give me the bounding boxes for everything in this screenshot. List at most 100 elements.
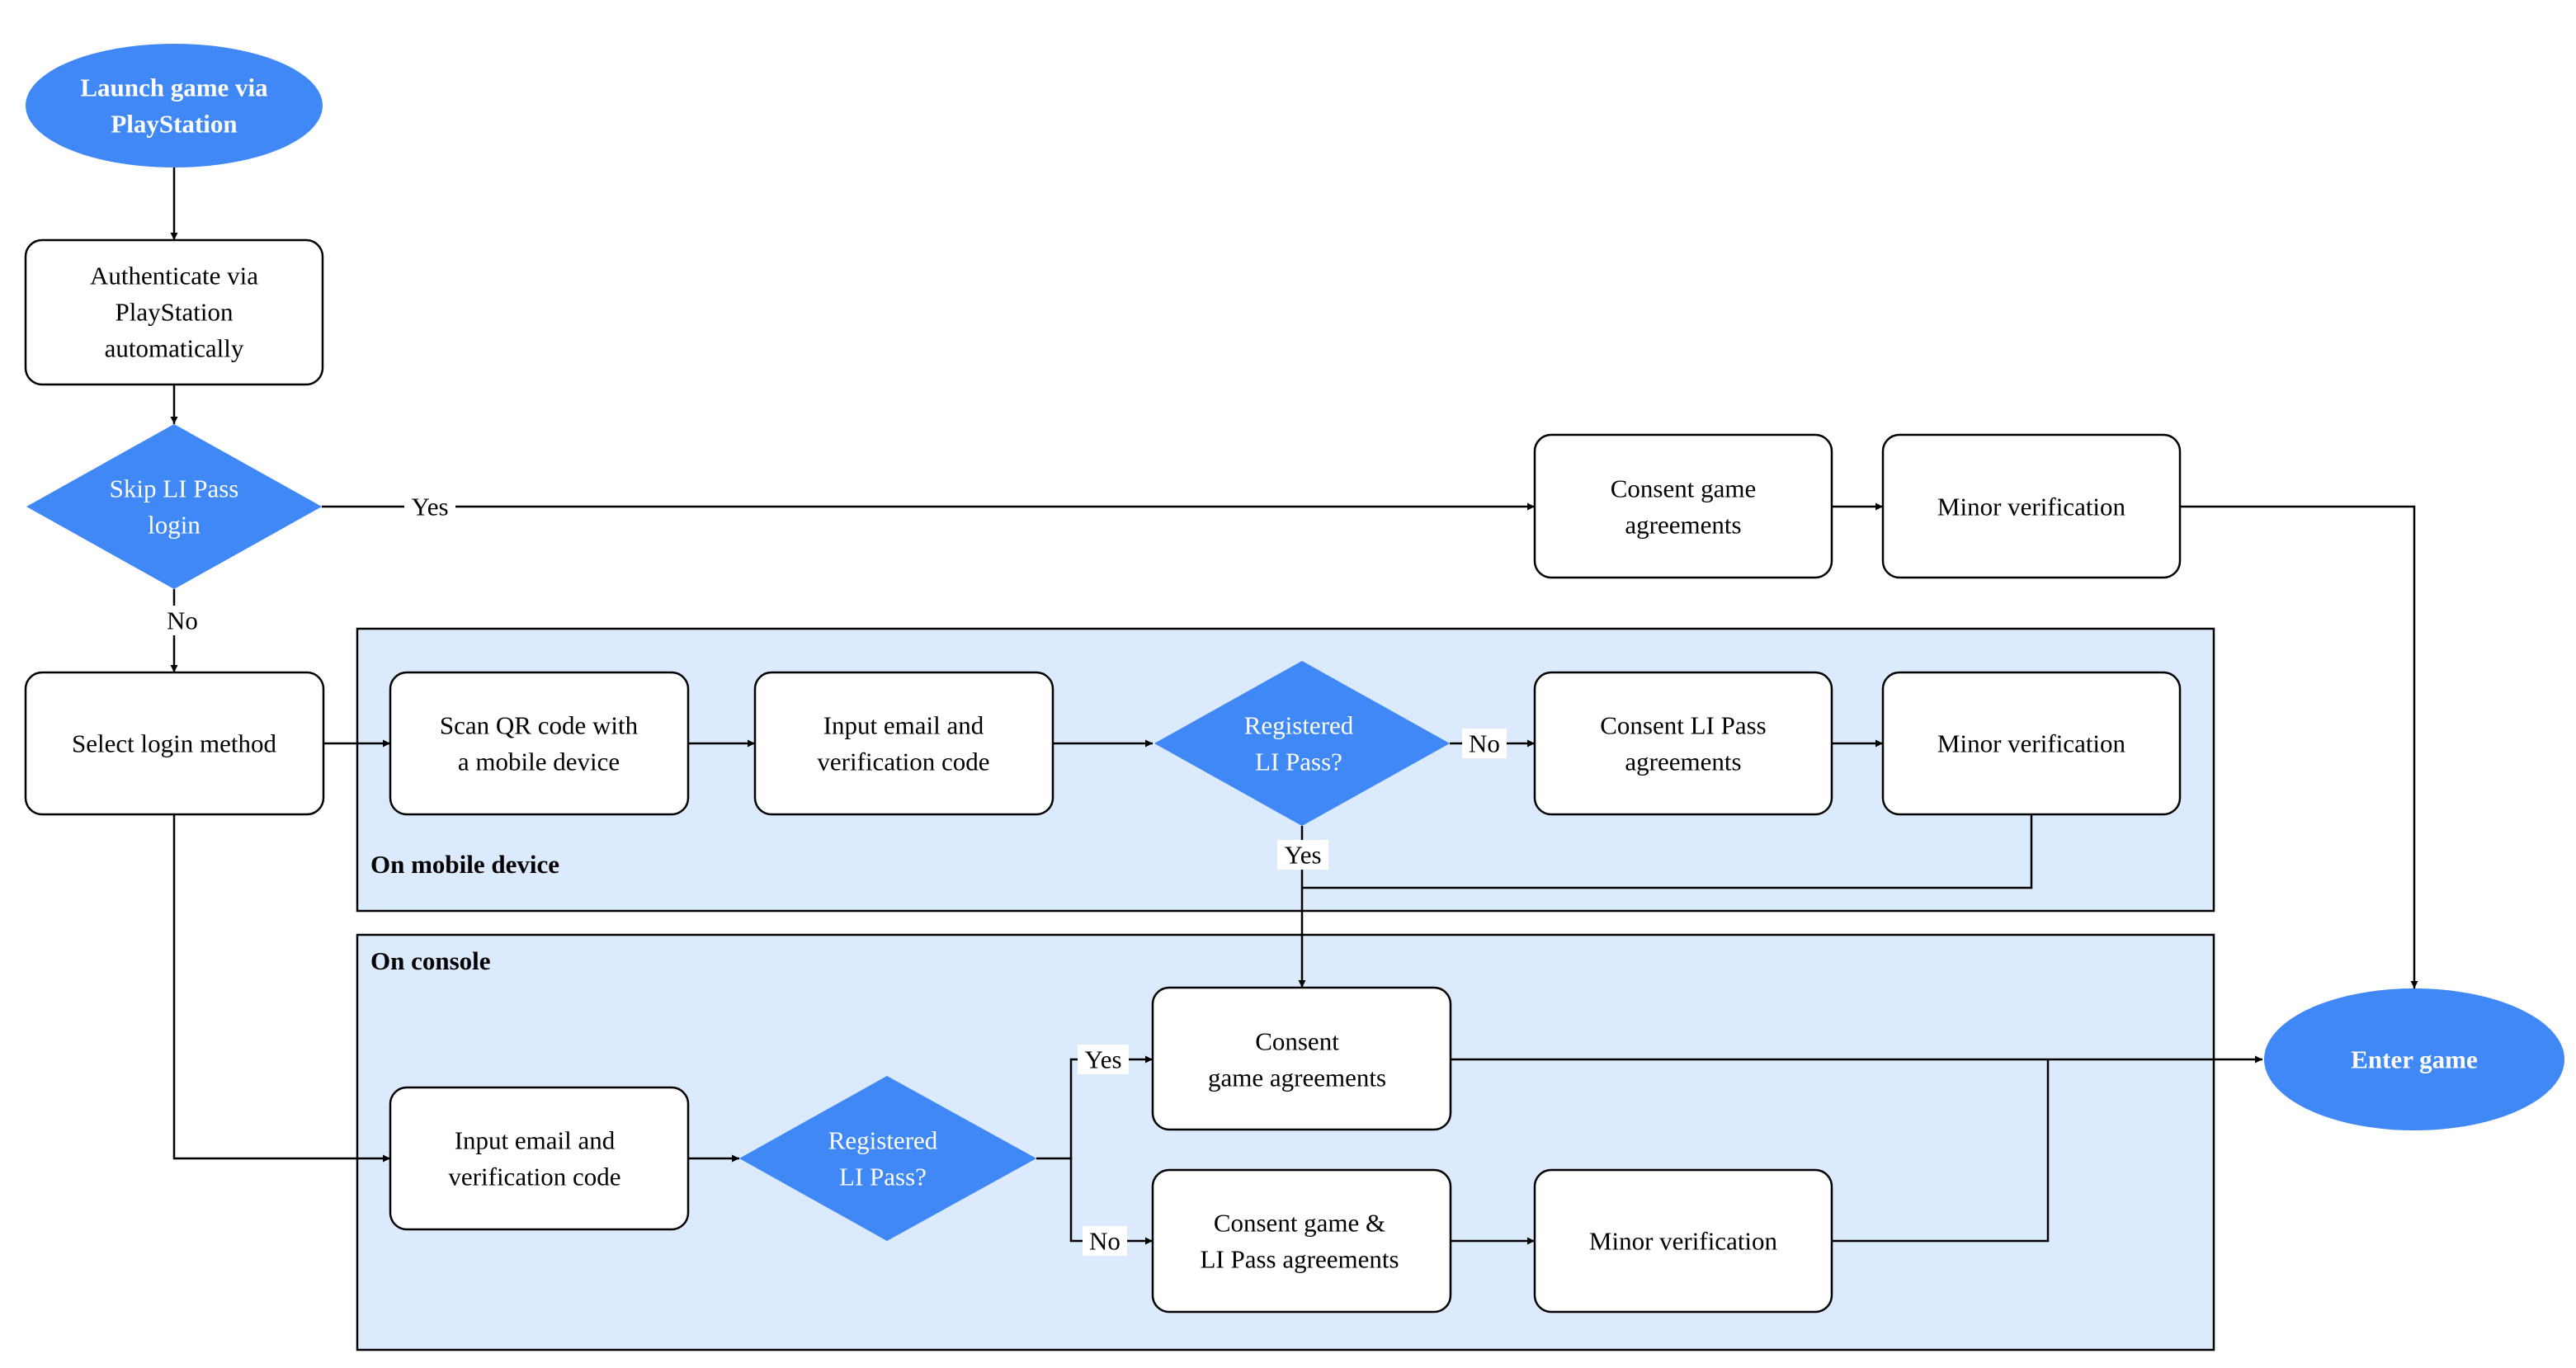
edge-minor-top-enter (2180, 505, 2418, 988)
node-select-login: Select login method (24, 671, 325, 816)
node-enter-game: Enter game (2264, 988, 2564, 1130)
edge-label-mobile-no: No (1462, 729, 1507, 758)
node-label-line: Scan QR code with (440, 711, 639, 740)
edge-minor-console-merge (1832, 1059, 2050, 1243)
group-mobile-label: On mobile device (370, 850, 559, 879)
node-label-line: Minor verification (1937, 729, 2126, 758)
node-input-console: Input email and verification code (389, 1086, 690, 1231)
node-consent-lipass-mobile: Consent LI Pass agreements (1533, 671, 1833, 816)
node-label-line: LI Pass? (839, 1163, 927, 1191)
node-label-line: Enter game (2351, 1045, 2478, 1074)
registered-console-text: Registered LI Pass? (828, 1126, 938, 1191)
minor-mobile-box (1881, 671, 2182, 816)
node-label-line: login (148, 511, 201, 540)
minor-console-box (1533, 1168, 1833, 1314)
input-mobile-text: Input email and verification code (817, 711, 989, 776)
edge-label-skip-no: No (157, 606, 203, 635)
scan-qr-text: Scan QR code with a mobile device (440, 711, 639, 776)
minor-mobile-text: Minor verification (1937, 729, 2126, 758)
edge-label-skip-yes-text: Yes (411, 493, 448, 521)
edge-label-skip-yes: Yes (404, 492, 455, 521)
input-console-box (389, 1086, 690, 1231)
node-input-mobile: Input email and verification code (753, 671, 1054, 816)
node-label-line: game agreements (1208, 1064, 1386, 1092)
consent-game-top-text: Consent game agreements (1611, 474, 1757, 540)
node-registered-mobile: Registered LI Pass? (1154, 661, 1450, 826)
scan-qr-box (389, 671, 690, 816)
node-label-line: verification code (817, 748, 989, 776)
node-minor-console: Minor verification (1533, 1168, 1833, 1314)
node-label-line: Authenticate via (90, 262, 258, 290)
edge-label-skip-no-text: No (167, 606, 198, 635)
edge-label-console-no: No (1083, 1226, 1127, 1256)
skip-diamond (26, 424, 322, 589)
edge-label-console-yes: Yes (1078, 1045, 1129, 1074)
node-label-line: Registered (1244, 711, 1354, 740)
edge-label-mobile-yes: Yes (1277, 840, 1328, 870)
consent-game-console-box (1151, 986, 1452, 1131)
node-label-line: Input email and (823, 711, 984, 740)
consent-game-console-text: Consent game agreements (1208, 1027, 1386, 1092)
enter-game-text: Enter game (2351, 1045, 2478, 1074)
consent-both-console-box (1151, 1168, 1452, 1314)
select-login-text: Select login method (72, 729, 276, 758)
registered-mobile-text: Registered LI Pass? (1244, 711, 1354, 776)
consent-lipass-mobile-text: Consent LI Pass agreements (1600, 711, 1767, 776)
edge-label-mobile-no-text: No (1469, 729, 1500, 758)
node-label-line: LI Pass agreements (1200, 1245, 1399, 1274)
edge-label-mobile-yes-text: Yes (1284, 841, 1321, 870)
node-consent-both-console: Consent game & LI Pass agreements (1151, 1168, 1452, 1314)
consent-lipass-mobile-box (1533, 671, 1833, 816)
input-console-text: Input email and verification code (448, 1126, 620, 1191)
consent-both-console-text: Consent game & LI Pass agreements (1200, 1209, 1399, 1274)
node-label-line: Input email and (455, 1126, 616, 1155)
node-label-line: Consent (1255, 1027, 1339, 1056)
skip-text: Skip LI Pass login (110, 474, 239, 540)
registered-mobile-diamond (1154, 661, 1450, 826)
node-label-line: Consent game (1611, 474, 1757, 503)
node-label-line: Minor verification (1589, 1227, 1778, 1256)
node-label-line: PlayStation (111, 110, 237, 139)
node-label-line: Minor verification (1937, 493, 2126, 521)
minor-top-text: Minor verification (1937, 493, 2126, 521)
consent-game-top-box (1533, 433, 1833, 579)
node-label-line: Skip LI Pass (110, 474, 239, 503)
authenticate-box (24, 238, 324, 386)
node-label-line: PlayStation (116, 298, 234, 327)
select-login-box (24, 671, 325, 816)
node-label-line: automatically (105, 334, 244, 363)
node-label-line: LI Pass? (1255, 748, 1342, 776)
edge-label-console-yes-text: Yes (1084, 1045, 1121, 1074)
minor-top-box (1881, 433, 2182, 579)
node-minor-top: Minor verification (1881, 433, 2182, 579)
node-label-line: a mobile device (458, 748, 620, 776)
node-label-line: Consent game & (1214, 1209, 1385, 1238)
edge-select-console (172, 814, 390, 1163)
node-skip-decision: Skip LI Pass login (26, 424, 322, 589)
group-console-label: On console (370, 946, 491, 975)
node-minor-mobile: Minor verification (1881, 671, 2182, 816)
registered-console-diamond (739, 1076, 1036, 1241)
launch-ellipse (26, 44, 323, 167)
node-consent-game-console: Consent game agreements (1151, 986, 1452, 1131)
node-registered-console: Registered LI Pass? (739, 1076, 1036, 1241)
edge-minor-mobile-return (1302, 814, 2033, 889)
node-consent-game-top: Consent game agreements (1533, 433, 1833, 579)
node-label-line: verification code (448, 1163, 620, 1191)
node-scan-qr: Scan QR code with a mobile device (389, 671, 690, 816)
node-label-line: Consent LI Pass (1600, 711, 1767, 740)
minor-console-text: Minor verification (1589, 1227, 1778, 1256)
node-label-line: agreements (1625, 748, 1741, 776)
node-label-line: Registered (828, 1126, 938, 1155)
node-label-line: Select login method (72, 729, 276, 758)
node-label-line: agreements (1625, 511, 1741, 540)
enter-game-ellipse (2264, 988, 2564, 1130)
input-mobile-box (753, 671, 1054, 816)
node-label-line: Launch game via (80, 73, 268, 102)
edge-label-console-no-text: No (1089, 1227, 1121, 1256)
